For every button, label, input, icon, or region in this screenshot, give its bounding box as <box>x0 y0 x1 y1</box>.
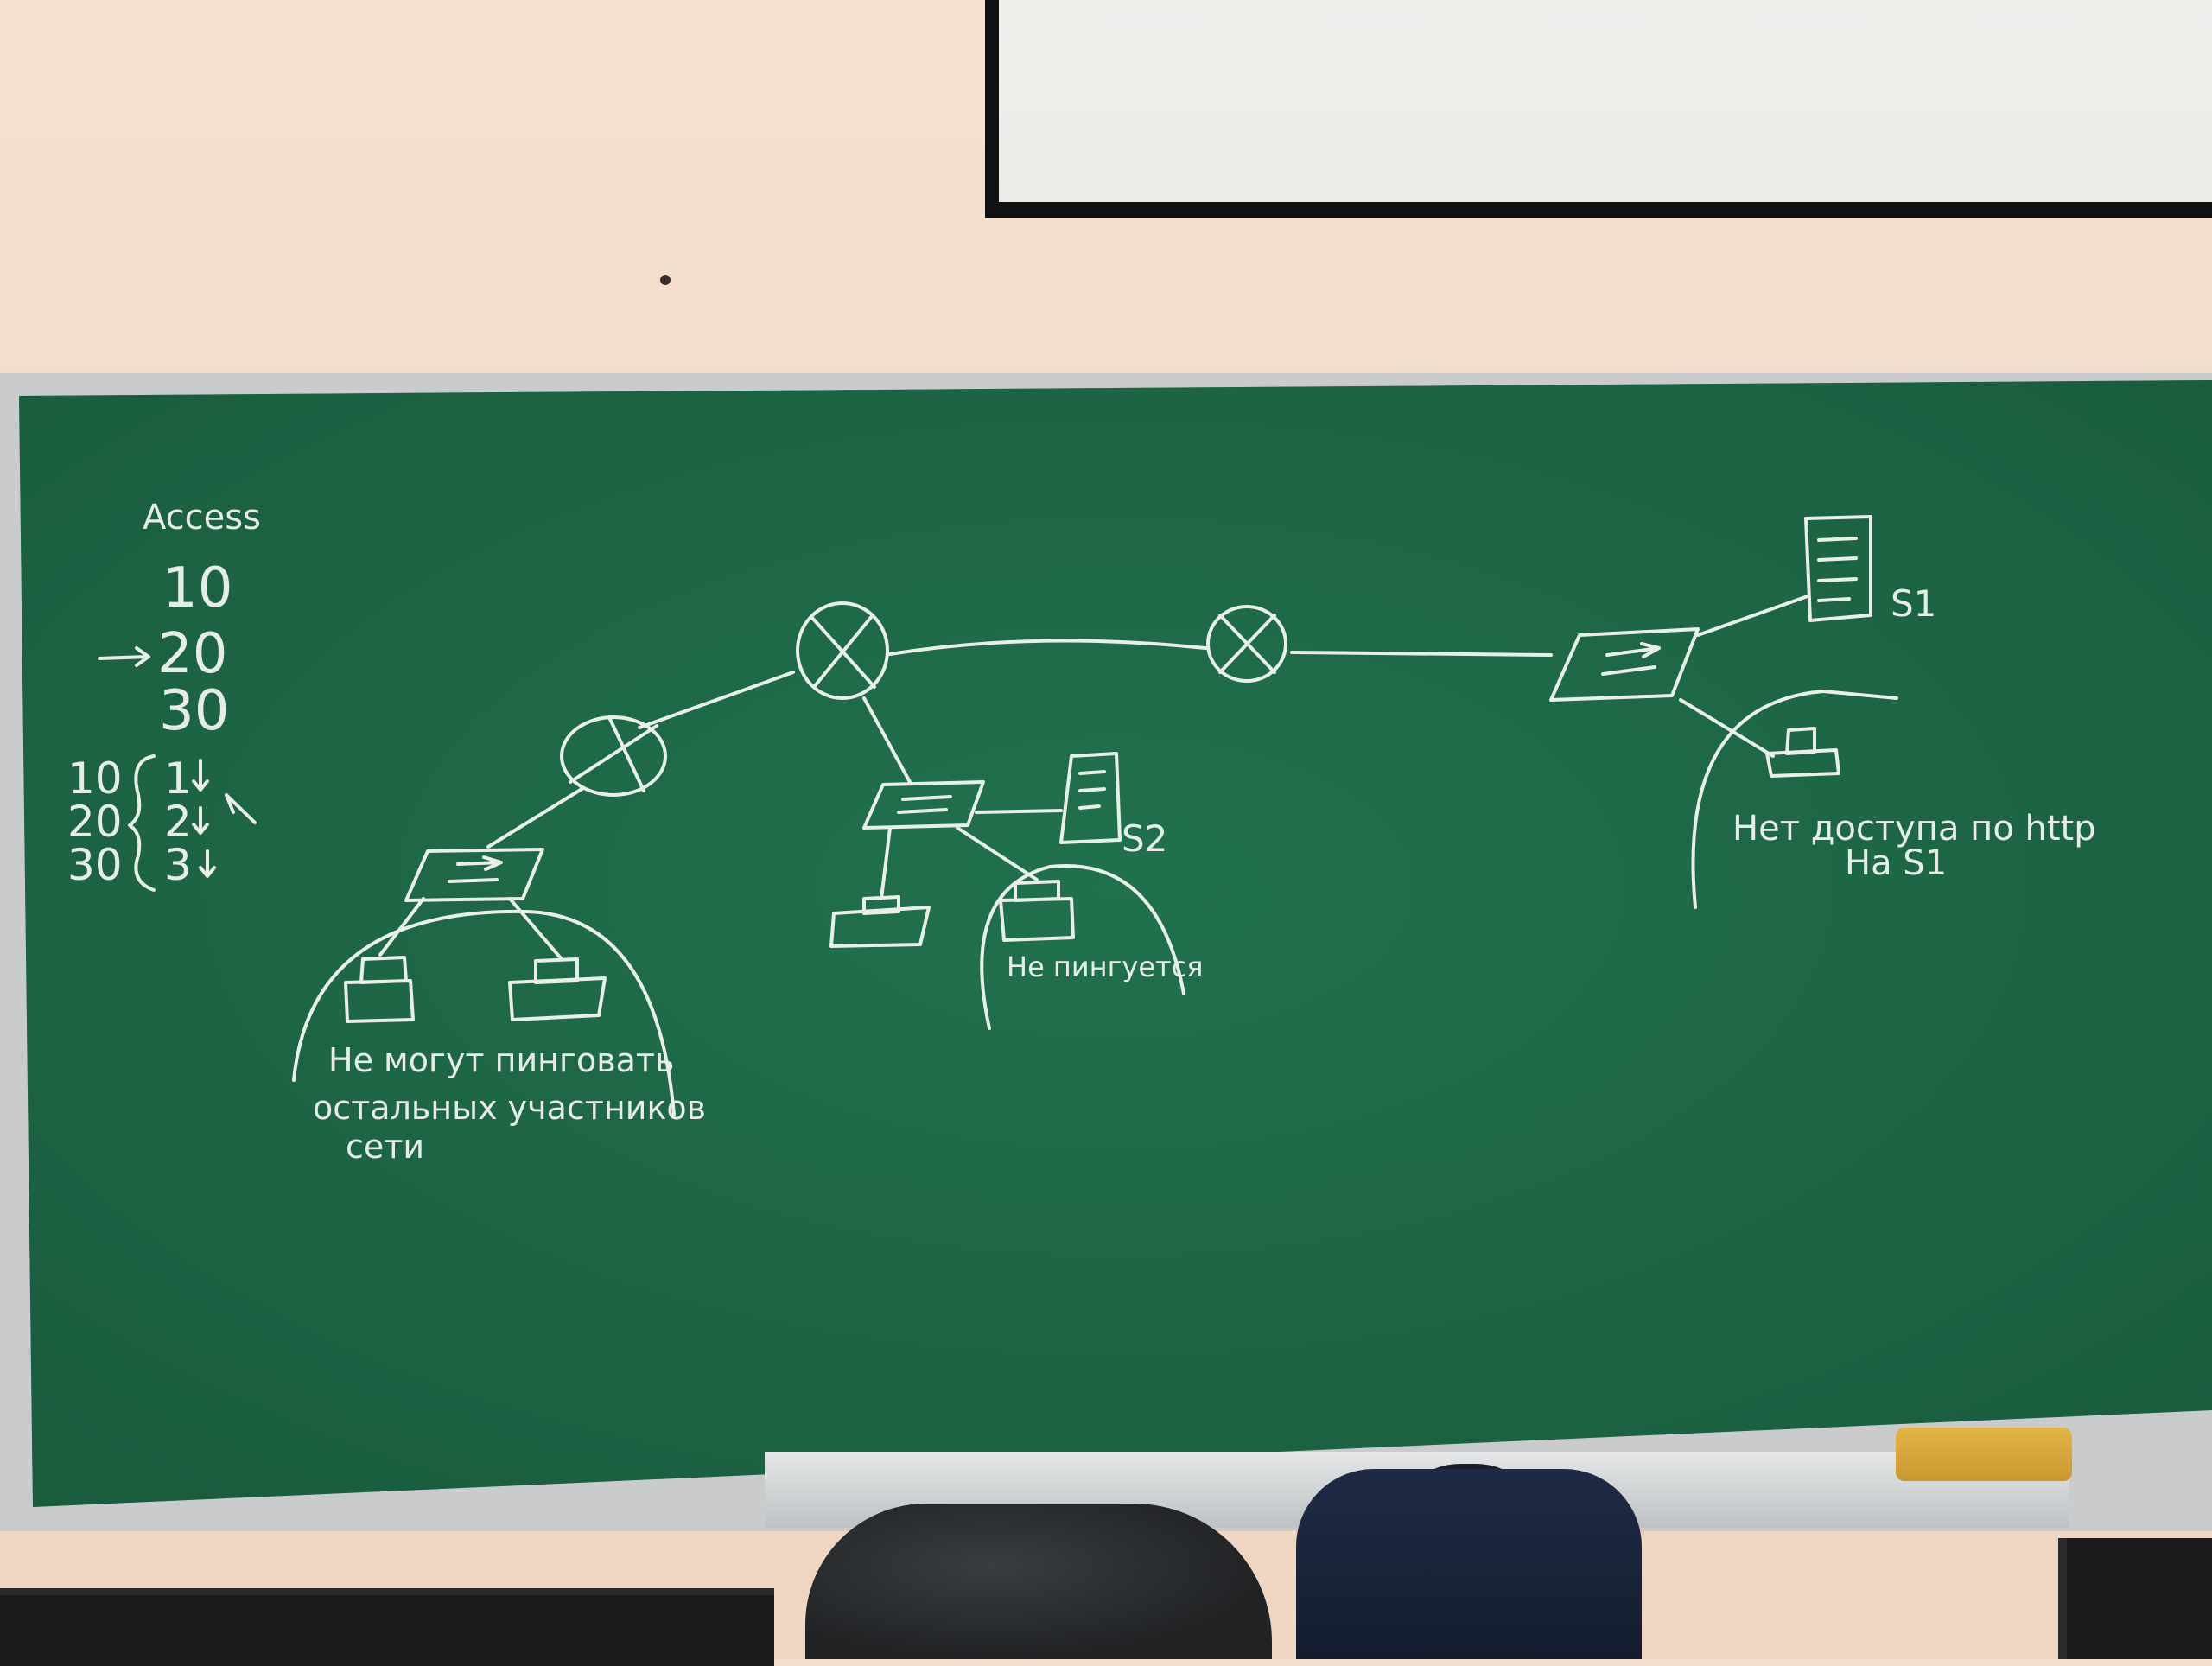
map-port-1: 1 <box>164 754 192 804</box>
link-switch-right-pc <box>1679 698 1775 758</box>
pc-mid-left-icon <box>830 895 931 948</box>
router-top-icon <box>796 601 889 700</box>
note-mid: Не пингуется <box>1007 951 1203 983</box>
pc-right-icon <box>1765 727 1840 778</box>
note-left-line2: остальных участников <box>313 1089 706 1127</box>
link-switch-left-router-left <box>486 786 585 849</box>
server-s2-label: S2 <box>1122 817 1167 860</box>
router-left-icon <box>560 715 667 797</box>
map-vlan-30: 30 <box>67 840 123 890</box>
note-left-line3: сети <box>346 1128 424 1166</box>
pointer-arrow-icon <box>225 793 257 824</box>
brace-icon <box>128 754 156 892</box>
note-left-line1: Не могут пинговать <box>328 1041 674 1079</box>
wall-screw <box>660 275 671 285</box>
switch-right-icon <box>1549 627 1700 702</box>
router-top-cross-icon <box>810 614 876 689</box>
link-router-mid-switch-right <box>1290 651 1553 657</box>
sponge-eraser <box>1896 1428 2072 1481</box>
pc-left-1-icon <box>344 956 415 1023</box>
projector-screen <box>999 0 2212 202</box>
vlan-30: 30 <box>159 679 229 743</box>
arrow-icon <box>98 646 150 667</box>
switch-left-arrows-icon <box>448 855 503 883</box>
map-port-3: 3 <box>164 840 192 890</box>
map-vlan-10: 10 <box>67 754 123 804</box>
switch-mid-arrows-icon <box>897 795 952 814</box>
vlan-20: 20 <box>157 622 227 686</box>
pc-mid-right-icon <box>999 880 1075 942</box>
link-router-top-switch-mid <box>862 696 912 784</box>
down-arrows-icon <box>192 759 216 878</box>
domain-arc-left <box>292 909 676 1116</box>
note-right-line2: На S1 <box>1845 843 1947 883</box>
router-mid-cross-icon <box>1218 614 1276 674</box>
jacket <box>805 1504 1272 1659</box>
map-vlan-20: 20 <box>67 797 123 847</box>
vlan-10: 10 <box>162 556 232 620</box>
monitor-right <box>2058 1538 2212 1659</box>
links-switch-left-pcs <box>378 897 563 961</box>
router-left-cross-icon <box>569 715 658 792</box>
monitor-left <box>0 1588 774 1666</box>
projector-screen-frame <box>985 0 2212 218</box>
note-right-line1: Нет доступа по http <box>1732 809 2096 849</box>
switch-left-icon <box>404 848 544 902</box>
switch-mid-icon <box>862 780 985 830</box>
link-switch-right-server-s1 <box>1696 595 1809 637</box>
link-router-left-router-top <box>638 671 795 729</box>
server-s2-icon <box>1059 752 1122 844</box>
access-heading: Access <box>143 498 261 537</box>
link-switch-mid-pc-left <box>880 826 892 900</box>
domain-arc-right <box>1691 690 1898 909</box>
link-router-top-router-mid <box>888 639 1207 656</box>
server-s1-icon <box>1804 515 1872 622</box>
backpack <box>1296 1469 1642 1659</box>
map-port-2: 2 <box>164 797 192 847</box>
domain-arc-mid <box>980 864 1185 1030</box>
server-s1-label: S1 <box>1891 582 1936 625</box>
pc-left-2-icon <box>508 957 607 1021</box>
link-switch-mid-pc-right <box>956 826 1039 881</box>
switch-right-arrows-icon <box>1601 642 1661 676</box>
router-mid-icon <box>1206 605 1287 683</box>
link-switch-mid-server-s2 <box>975 809 1063 814</box>
